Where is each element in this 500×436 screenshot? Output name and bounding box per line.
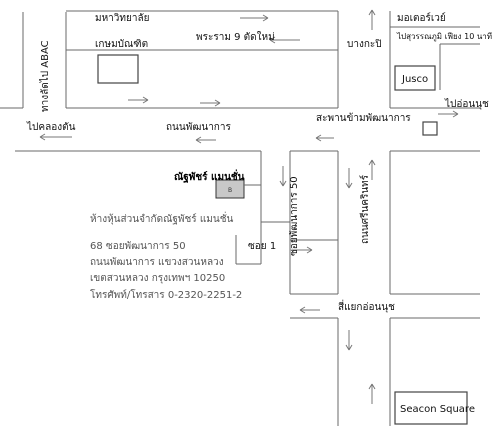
jusco-building xyxy=(394,65,436,91)
soi50-label: ซอยพัฒนาการ 50 xyxy=(289,176,300,256)
company-name: ห้างหุ้นส่วนจำกัดณัฐพัชร์ แมนชั่น xyxy=(90,211,233,225)
road-network xyxy=(0,10,480,426)
arrow-right-icon xyxy=(438,110,459,118)
suvarnabhumi-label: ไปสุวรรณภูมิ เฟียง 10 นาที xyxy=(396,32,492,42)
arrow-down-icon xyxy=(345,168,353,189)
bridge-label: สะพานข้ามพัฒนาการ xyxy=(316,112,411,124)
building-name-label: ณัฐพัชร์ แมนชั่น xyxy=(174,169,245,183)
university-label-line1: มหาวิทยาลัย xyxy=(95,13,149,24)
to-onnut-label: ไปอ่อนนุช xyxy=(444,98,489,110)
direction-arrows xyxy=(39,9,459,404)
jusco-label: Jusco xyxy=(401,74,428,85)
building-marker-letter: B xyxy=(228,187,232,194)
university-label-line2: เกษมบัณฑิต xyxy=(95,39,148,50)
arrow-up-icon xyxy=(368,9,376,30)
arrow-up-icon xyxy=(368,159,376,180)
srinakarin-road-label: ถนนศรีนครินทร์ xyxy=(359,174,371,244)
address-block: ห้างหุ้นส่วนจำกัดณัฐพัชร์ แมนชั่น 68 ซอย… xyxy=(90,211,242,301)
onnut-junction-label: สี่แยกอ่อนนุช xyxy=(338,299,395,313)
arrow-left-icon xyxy=(195,136,216,144)
phatthanakan-road-label: ถนนพัฒนาการ xyxy=(166,122,231,133)
phone-fax: โทรศัพท์/โทรสาร 0-2320-2251-2 xyxy=(90,288,242,301)
address-line1: 68 ซอยพัฒนาการ 50 xyxy=(90,241,186,252)
arrow-right-icon xyxy=(128,96,149,104)
soi1-label: ซอย 1 xyxy=(248,241,276,252)
arrow-right-icon xyxy=(292,246,313,254)
arrow-left-icon xyxy=(299,306,320,314)
arrow-down-icon xyxy=(279,166,287,187)
arrow-left-icon xyxy=(269,36,300,44)
arrow-up-icon xyxy=(368,383,376,404)
arrow-right-icon xyxy=(240,14,269,22)
bangkapi-label: บางกะปิ xyxy=(347,39,382,50)
address-line3: เขตสวนหลวง กรุงเทพฯ 10250 xyxy=(90,273,225,284)
arrow-down-icon xyxy=(345,330,353,351)
address-line2: ถนนพัฒนาการ แขวงสวนหลวง xyxy=(90,257,224,268)
abac-shortcut-label: ทางลัดไป ABAC xyxy=(39,40,51,112)
rama9-road-label: พระราม 9 ตัดใหม่ xyxy=(196,31,275,43)
bridge-marker-box xyxy=(422,121,438,136)
arrow-left-icon xyxy=(315,134,334,142)
seacon-building xyxy=(394,391,468,425)
motorway-label: มอเตอร์เวย์ xyxy=(397,12,446,24)
arrow-left-icon xyxy=(39,133,72,141)
arrow-right-icon xyxy=(200,99,221,107)
seacon-label: Seacon Square xyxy=(400,404,475,415)
to-lat-krabang-label: ไปคลองตัน xyxy=(26,121,76,133)
university-building xyxy=(97,54,139,84)
building-marker: B xyxy=(215,179,245,199)
